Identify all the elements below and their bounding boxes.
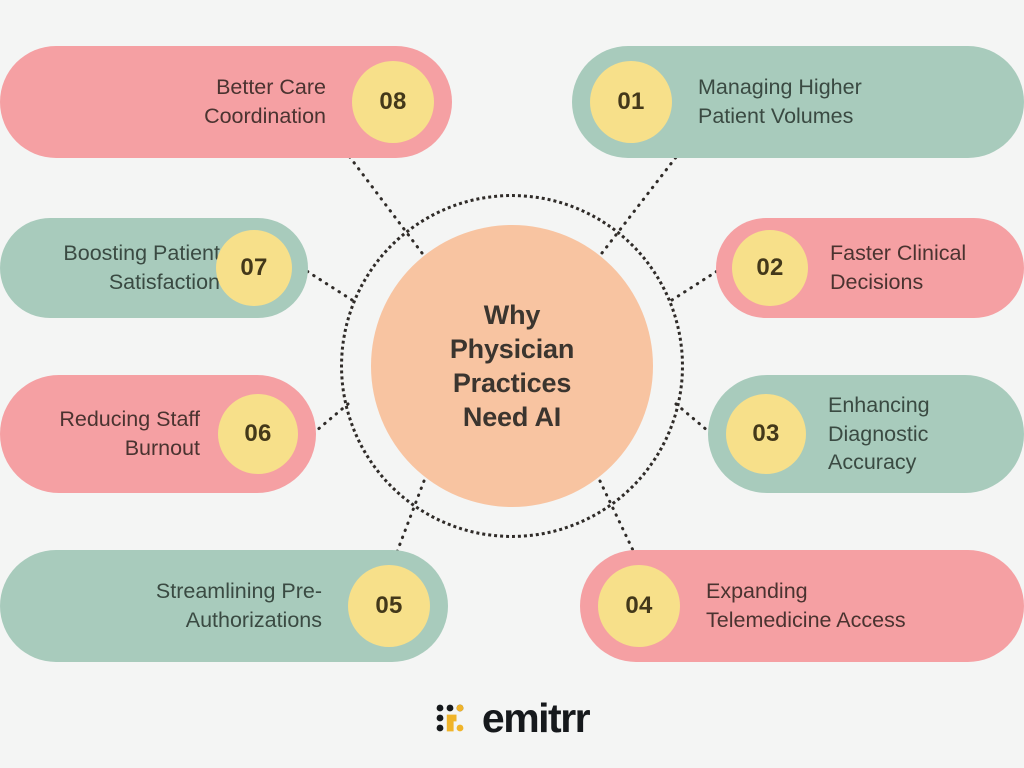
connector-02 <box>670 266 724 302</box>
item-card-03[interactable]: 03 Enhancing Diagnostic Accuracy <box>708 375 1024 493</box>
item-label-05: Streamlining Pre- Authorizations <box>155 579 322 632</box>
footer-logo: emitrr <box>0 698 1024 739</box>
item-card-06[interactable]: 06 Reducing Staff Burnout <box>0 375 316 493</box>
item-card-08[interactable]: 08 Better Care Coordination <box>0 46 452 158</box>
item-number-03: 03 <box>726 394 806 474</box>
title-line-1: Why <box>483 299 541 330</box>
item-number-06: 06 <box>218 394 298 474</box>
title-line-3: Practices <box>452 368 572 398</box>
brand-name: emitrr <box>481 695 591 741</box>
item-label-07: Boosting Patient Satisfaction <box>63 241 220 294</box>
item-card-04[interactable]: 04 Expanding Telemedicine Access <box>580 550 1024 662</box>
hub-dotted-ring <box>340 194 684 538</box>
emitrr-dot-grid-icon <box>436 704 464 731</box>
item-card-05[interactable]: 05 Streamlining Pre- Authorizations <box>0 550 448 662</box>
item-number-02: 02 <box>732 230 808 306</box>
connector-07 <box>300 266 354 302</box>
center-hub: Why Physician Practices Need AI <box>371 225 653 507</box>
item-number-08: 08 <box>352 61 434 143</box>
item-label-02: Faster Clinical Decisions <box>830 241 967 294</box>
item-card-07[interactable]: 07 Boosting Patient Satisfaction <box>0 218 308 318</box>
item-label-03: Enhancing Diagnostic Accuracy <box>828 393 930 475</box>
item-number-07: 07 <box>216 230 292 306</box>
item-card-02[interactable]: 02 Faster Clinical Decisions <box>716 218 1024 318</box>
item-number-05: 05 <box>348 565 430 647</box>
item-label-06: Reducing Staff Burnout <box>59 407 200 460</box>
item-label-08: Better Care Coordination <box>204 75 326 128</box>
item-card-01[interactable]: 01 Managing Higher Patient Volumes <box>572 46 1024 158</box>
item-number-04: 04 <box>598 565 680 647</box>
item-label-01: Managing Higher Patient Volumes <box>698 75 862 128</box>
item-number-01: 01 <box>590 61 672 143</box>
item-label-04: Expanding Telemedicine Access <box>706 579 906 632</box>
title-line-2: Physician <box>449 333 575 364</box>
page-title: Why Physician Practices Need AI <box>450 298 574 434</box>
title-line-4: Need AI <box>462 402 562 433</box>
